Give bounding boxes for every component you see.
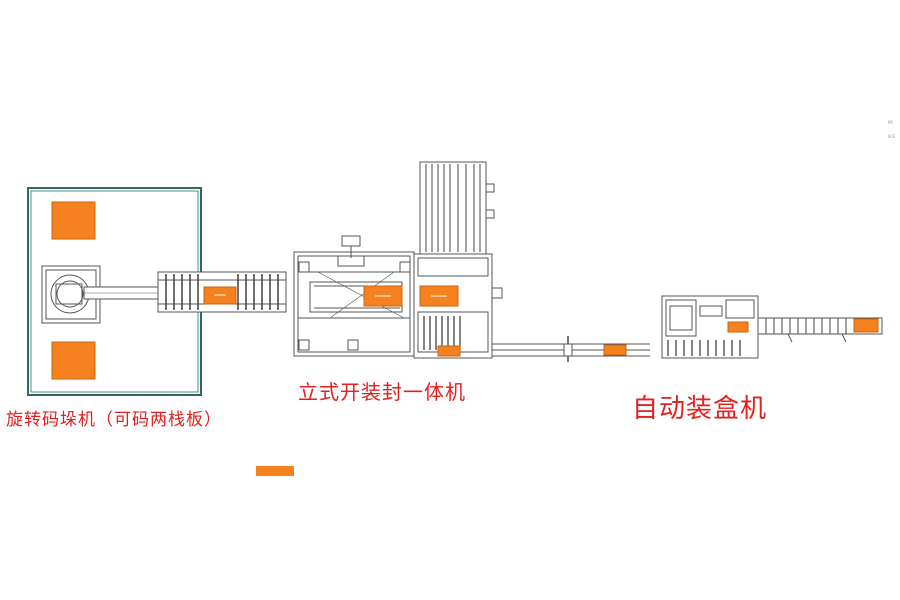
- product-on-infeed: [853, 318, 879, 333]
- cartoner-infeed-conveyor: [757, 317, 883, 343]
- side-mark: PR: [888, 120, 893, 125]
- orange-marker: [256, 466, 294, 476]
- case-erector-sealer-label: 立式开装封一体机: [298, 380, 466, 404]
- case-erector-sealer: [293, 161, 503, 359]
- pallet-top: [51, 201, 96, 240]
- carton-at-outfeed: [437, 345, 461, 357]
- pallet-bottom: [51, 341, 96, 380]
- palletizer-infeed-conveyor: [157, 271, 287, 313]
- side-mark: 8CE: [888, 134, 896, 139]
- cartoner-label: 自动装盒机: [632, 394, 768, 424]
- automatic-cartoner: [661, 295, 883, 359]
- carton-in-cartoner: [727, 321, 749, 333]
- rotary-palletizer: [27, 187, 287, 396]
- palletizer-label: 旋转码垛机（可码两栈板）: [6, 410, 222, 430]
- magazine-tower: [419, 161, 487, 255]
- transfer-conveyor: [492, 336, 650, 362]
- carton-on-transfer: [603, 344, 627, 356]
